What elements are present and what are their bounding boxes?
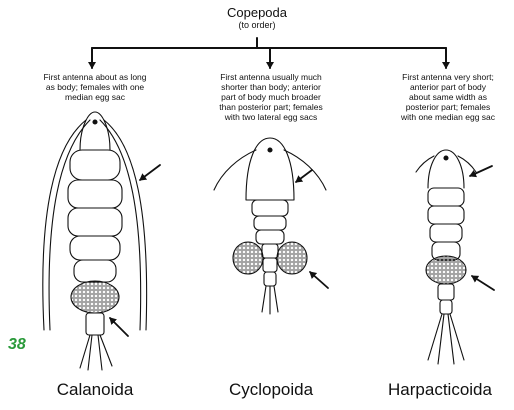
cyclopoida-illustration (214, 138, 328, 314)
cyclopoida-label: Cyclopoida (196, 380, 346, 400)
calanoida-label: Calanoida (20, 380, 170, 400)
harpacticoida-label: Harpacticoida (366, 380, 514, 400)
calanoida-illustration (43, 112, 160, 370)
harpacticoida-illustration (416, 150, 494, 364)
page-number: 38 (8, 336, 26, 354)
branch-lines (92, 38, 446, 68)
